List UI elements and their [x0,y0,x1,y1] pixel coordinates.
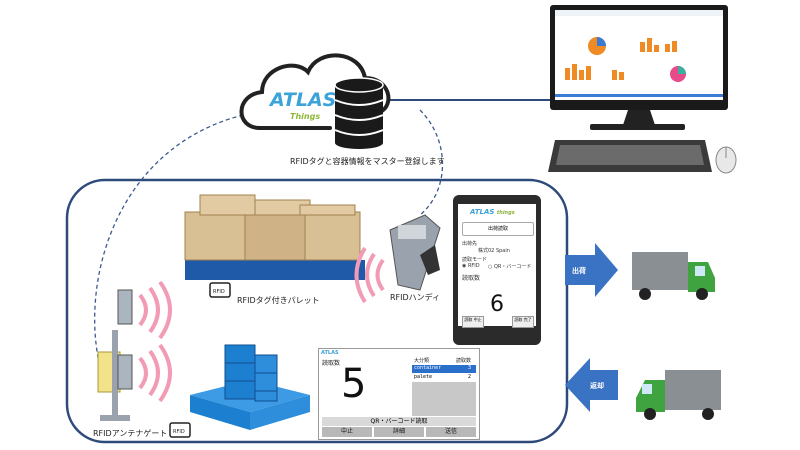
mouse-icon [715,146,737,174]
destination-value: 株式02 Spain [478,248,510,254]
truck-ship-icon [632,252,715,300]
dashed-link-gate-cloud [94,109,271,393]
handy-title: 出荷読取 [462,222,534,236]
gate-label: RFIDアンテナゲート [93,429,168,438]
destination-label: 出荷先 [462,241,478,247]
return-arrow-icon [565,358,618,412]
finish-read-button[interactable]: 読取 完了 [512,316,534,328]
panel-empty-area [412,382,476,416]
detail-button[interactable]: 詳細 [374,427,424,437]
mode-label: 読取モード [462,257,488,263]
tablet-panel: ATLAS 読取数 5 大分類 読取数 container 3 palete 2… [318,348,480,440]
handy-screen: ATLAS things 出荷読取 出荷先 株式02 Spain 読取モード ◉… [458,204,536,328]
stop-read-button[interactable]: 読取 中止 [462,316,484,328]
table-row[interactable]: container 3 [412,365,476,373]
rfid-handy-scanner-icon [389,214,441,291]
atlas-logo: ATLAS [268,89,336,111]
stop-button[interactable]: 中止 [322,427,372,437]
qr-scan-button[interactable]: QR・バーコード読取 [322,417,476,426]
blue-containers-pallet [190,344,310,430]
count-label: 読取数 [462,275,481,282]
rfid-tag-icon: RFID [209,282,231,298]
panel-logo: ATLAS [321,350,339,356]
handy-label: RFIDハンディ [390,293,441,302]
panel-count-label: 読取数 [322,360,341,367]
handy-terminal: ATLAS things 出荷読取 出荷先 株式02 Spain 読取モード ◉… [453,195,541,345]
send-button[interactable]: 送信 [426,427,476,437]
ship-label: 出荷 [572,267,586,275]
site-frame [65,178,569,444]
wooden-boxes-pallet [184,194,365,280]
rfid-antenna-gate-icon [97,289,133,421]
mode-rfid-radio[interactable]: ◉ RFID [462,263,480,269]
ship-arrow-icon [565,243,618,297]
mode-qr-radio[interactable]: ○ QR・バーコード [488,264,532,270]
database-icon [334,77,384,149]
things-logo: Things [290,112,320,121]
truck-return-icon [636,370,721,420]
monitor-icon [550,5,728,130]
pink-signal-waves-gate-top [138,280,172,340]
rfid-tag-icon: RFID [169,422,191,438]
panel-button-bar: 中止 詳細 送信 [322,427,476,437]
col-category-header: 大分類 [414,358,430,364]
cloud-caption: RFIDタグと容器情報をマスター登録します [290,157,445,166]
pink-signal-waves-gate-bottom [138,343,172,403]
keyboard-icon [548,140,712,172]
col-count-header: 読取数 [456,358,472,364]
table-row[interactable]: palete 2 [414,374,472,380]
pink-signal-waves-handy [354,246,385,304]
handy-count-value: 6 [490,292,504,317]
svg-text:RFID: RFID [173,429,185,435]
pallet-label: RFIDタグ付きパレット [237,296,320,305]
svg-text:RFID: RFID [213,289,225,295]
panel-count-value: 5 [341,361,367,407]
handy-logo: ATLAS things [470,208,515,216]
return-label: 返却 [590,382,604,390]
